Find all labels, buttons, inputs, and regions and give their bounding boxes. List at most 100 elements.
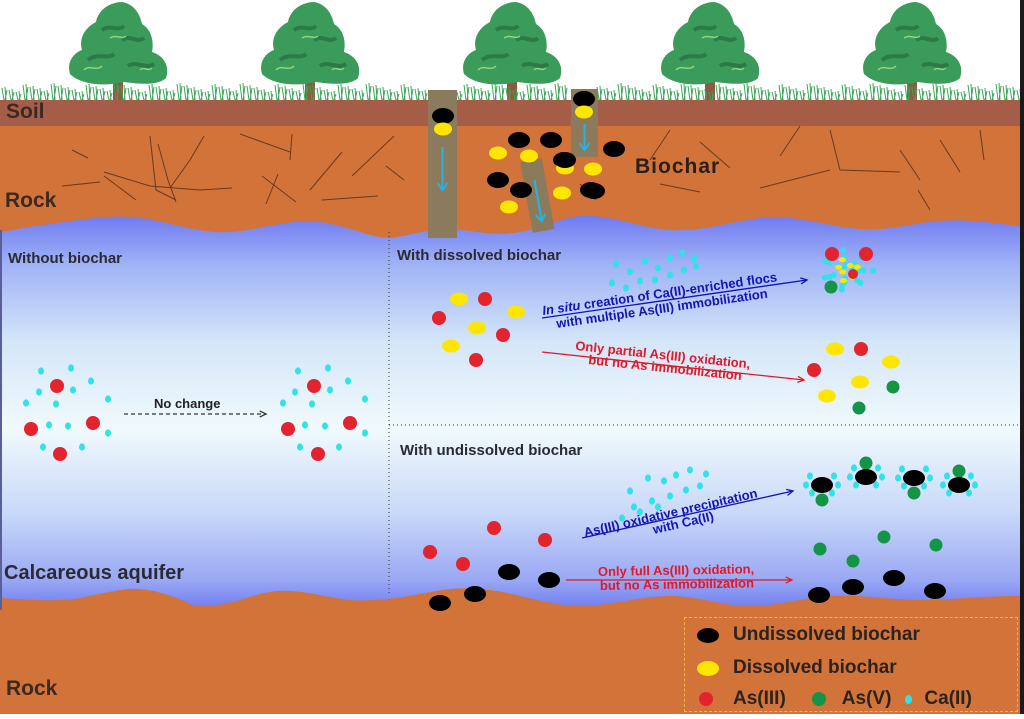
tree-shading xyxy=(480,24,550,68)
rock-crack xyxy=(149,135,177,201)
dissolved-biochar-particle xyxy=(853,264,861,270)
ca2-particle xyxy=(839,282,846,289)
ca2-particle xyxy=(627,487,633,495)
undissolved-biochar-particle xyxy=(842,579,864,595)
as5-particle xyxy=(907,486,921,500)
undissolved-biochar-particle xyxy=(573,91,595,107)
legend-label: As(III) xyxy=(733,688,786,709)
right-border xyxy=(1020,0,1024,714)
arrow-shaft xyxy=(541,279,808,319)
arrowhead-icon xyxy=(800,277,809,285)
ca2-particle xyxy=(693,262,699,270)
dissolved-biochar-particle xyxy=(507,305,525,319)
arrow-shaft xyxy=(541,351,805,381)
undissolved-biochar-particle xyxy=(855,469,877,485)
ca2-particle xyxy=(895,474,901,482)
ca2-particle xyxy=(972,481,978,489)
rock-crack xyxy=(351,135,395,177)
ca2-particle xyxy=(835,481,841,489)
ca2-particle xyxy=(821,274,828,281)
as3-particle xyxy=(343,416,357,430)
as5-particle xyxy=(877,530,891,544)
full-oxidation-text-line1: Only full As(III) oxidation, xyxy=(598,561,754,579)
as3-particle xyxy=(281,422,295,436)
as3-particle xyxy=(478,292,492,306)
tree-highlight xyxy=(877,35,947,71)
rock-crack xyxy=(659,183,701,193)
as3-swatch xyxy=(699,692,713,706)
with-dissolved-biochar-label: With dissolved biochar xyxy=(397,247,562,264)
as3-particle xyxy=(311,447,325,461)
as3-particle xyxy=(807,363,821,377)
undissolved-biochar-particle xyxy=(811,477,833,493)
undissolved-biochar-particle xyxy=(429,595,451,611)
ca2-particle xyxy=(830,271,837,278)
dissolved-biochar-particle xyxy=(846,263,854,269)
trees xyxy=(69,2,962,100)
tree-shading xyxy=(278,24,348,68)
text-span: Only full As(III) oxidation, xyxy=(598,561,754,579)
ca2-particle xyxy=(38,367,44,375)
down-arrow-icon xyxy=(436,147,449,192)
dissolved-biochar-particle xyxy=(442,339,460,353)
ca2-particle xyxy=(667,271,673,279)
ca2-particle xyxy=(292,388,298,396)
undissolved-biochar-particle xyxy=(538,572,560,588)
rock-crack xyxy=(61,181,101,187)
ca2-particle xyxy=(703,470,709,478)
undissolved-biochar-particle xyxy=(508,132,530,148)
ca2-particle xyxy=(280,399,286,407)
tree-trunk xyxy=(305,80,315,100)
undissolved-biochar-particle xyxy=(924,583,946,599)
rock-crack xyxy=(103,175,137,201)
tree-trunk xyxy=(507,80,517,100)
ca2-particle xyxy=(923,465,929,473)
ca2-particle xyxy=(652,276,658,284)
arrowhead-icon xyxy=(259,410,268,418)
ca2-particle xyxy=(697,482,703,490)
ca2-particle xyxy=(679,249,685,257)
ca2-particle xyxy=(831,472,837,480)
undissolved-biochar-particle xyxy=(903,470,925,486)
rock-crack xyxy=(289,133,293,161)
tree xyxy=(463,2,562,100)
left-border xyxy=(0,230,2,610)
ca2-particle xyxy=(854,277,861,284)
undissolved-biochar-particle xyxy=(432,108,454,124)
ca2-particle xyxy=(336,443,342,451)
tree-shading xyxy=(86,24,156,68)
ca2-particle xyxy=(927,474,933,482)
rock-crack xyxy=(759,169,831,189)
rock-upper-layer xyxy=(0,124,1024,238)
aquifer-upper xyxy=(0,210,1024,430)
ca2-particle xyxy=(946,489,952,497)
legend-item-dissolved: Dissolved biochar xyxy=(697,657,897,679)
ca2-particle xyxy=(88,377,94,385)
with-undissolved-biochar-label: With undissolved biochar xyxy=(400,442,583,459)
ca2-particle xyxy=(362,429,368,437)
ca2-particle xyxy=(105,429,111,437)
legend: Undissolved biochar Dissolved biochar As… xyxy=(684,617,1018,712)
ca2-particle xyxy=(667,254,673,262)
tree-highlight xyxy=(675,35,745,71)
undissolved-biochar-particle xyxy=(583,183,605,199)
as3-particle xyxy=(423,545,437,559)
undissolved-biochar-particle xyxy=(883,570,905,586)
ca2-particle xyxy=(295,367,301,375)
ca2-particle xyxy=(847,473,853,481)
rock-cracks xyxy=(61,125,985,211)
ca2-particle xyxy=(362,395,368,403)
ca2-particle xyxy=(870,267,877,274)
as3-particle xyxy=(859,247,873,261)
as3-particle xyxy=(456,557,470,571)
as3-particle xyxy=(487,521,501,535)
undissolved-biochar-particle xyxy=(498,564,520,580)
undissolved-biochar-particle xyxy=(948,477,970,493)
ca2-particle xyxy=(809,489,815,497)
ca2-particle xyxy=(899,465,905,473)
as3-particle xyxy=(432,311,446,325)
ca2-particle xyxy=(683,486,689,494)
particles xyxy=(23,91,978,611)
